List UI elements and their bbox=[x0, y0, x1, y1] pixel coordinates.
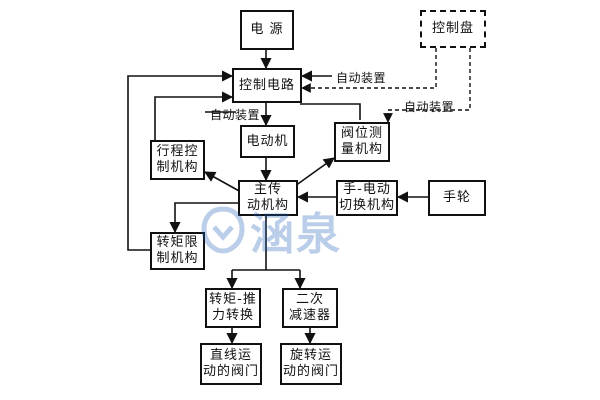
handwheel-box: 手轮 bbox=[428, 180, 486, 216]
torque-thrust-box-line-2: 力转换 bbox=[211, 308, 254, 323]
power-box-line-1: 电 源 bbox=[250, 22, 284, 37]
torque-limit-box-line-2: 制机构 bbox=[156, 251, 199, 266]
control-circuit-box: 控制电路 bbox=[232, 68, 302, 103]
secondary-reducer-box-line-2: 减速器 bbox=[288, 308, 331, 323]
connector-torque-feedback bbox=[127, 70, 234, 251]
valve-measure-box-line-1: 阀位测 bbox=[340, 126, 383, 141]
torque-limit-box-line-1: 转矩限 bbox=[156, 235, 199, 250]
travel-control-box-line-1: 行程控 bbox=[156, 144, 199, 159]
rotary-valve-box-line-2: 动的阀门 bbox=[282, 364, 339, 379]
connector-drive-to-torque bbox=[169, 202, 238, 234]
main-drive-box-line-1: 主传 bbox=[253, 182, 282, 197]
handwheel-box-line-1: 手轮 bbox=[442, 190, 471, 205]
torque-limit-box: 转矩限 制机构 bbox=[150, 232, 205, 270]
linear-valve-box-line-1: 直线运 bbox=[209, 348, 252, 363]
main-drive-box-line-2: 动机构 bbox=[246, 198, 289, 213]
valve-measure-box: 阀位测 量机构 bbox=[334, 122, 390, 162]
watermark: 涵泉 bbox=[200, 198, 380, 262]
connector-drive-to-travel bbox=[204, 171, 242, 193]
linear-valve-box-line-2: 动的阀门 bbox=[202, 364, 259, 379]
power-box: 电 源 bbox=[240, 10, 294, 50]
connector-travel-feedback bbox=[154, 91, 234, 140]
valve-measure-box-line-2: 量机构 bbox=[340, 142, 383, 157]
linear-valve-box: 直线运 动的阀门 bbox=[200, 343, 262, 385]
control-panel-box-line-1: 控制盘 bbox=[431, 21, 474, 36]
auto-device-label-3: 自动装置 bbox=[404, 100, 455, 114]
travel-control-box: 行程控 制机构 bbox=[150, 140, 205, 180]
auto-device-label-1: 自动装置 bbox=[336, 71, 387, 85]
secondary-reducer-box: 二次 减速器 bbox=[282, 288, 338, 328]
watermark-text: 涵泉 bbox=[250, 209, 342, 260]
connector-measure-to-circuit bbox=[300, 103, 361, 120]
manual-switch-box-line-1: 手-电动 bbox=[343, 182, 391, 197]
secondary-reducer-box-line-1: 二次 bbox=[295, 292, 324, 307]
auto-device-label-2: 自动装置 bbox=[210, 108, 261, 122]
connector-drive-to-measure bbox=[294, 157, 335, 187]
rotary-valve-box-line-1: 旋转运 bbox=[289, 348, 332, 363]
manual-switch-box-line-2: 切换机构 bbox=[338, 198, 395, 213]
torque-thrust-box: 转矩-推 力转换 bbox=[205, 288, 261, 328]
torque-thrust-box-line-1: 转矩-推 bbox=[209, 292, 257, 307]
control-panel-box: 控制盘 bbox=[420, 10, 486, 48]
motor-box-line-1: 电动机 bbox=[246, 133, 289, 149]
motor-box: 电动机 bbox=[240, 125, 295, 158]
dashed-panel-to-circuit bbox=[301, 48, 437, 93]
manual-switch-box: 手-电动 切换机构 bbox=[336, 180, 398, 216]
control-circuit-box-line-1: 控制电路 bbox=[238, 77, 295, 93]
watermark-logo-icon bbox=[201, 206, 245, 254]
rotary-valve-box: 旋转运 动的阀门 bbox=[280, 343, 342, 385]
travel-control-box-line-2: 制机构 bbox=[156, 160, 199, 175]
dashed-panel-to-measure bbox=[383, 48, 471, 123]
main-drive-box: 主传 动机构 bbox=[238, 180, 298, 216]
